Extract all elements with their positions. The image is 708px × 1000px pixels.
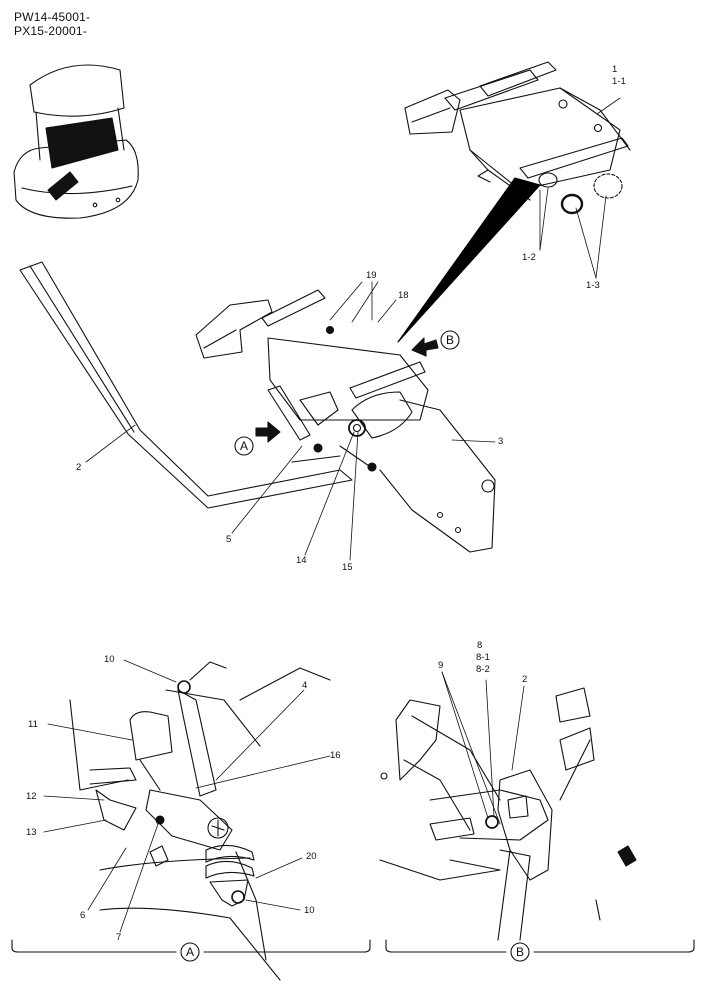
detail-a-callout-20: 20 [306,851,317,862]
detail-b-direction-arrow [617,845,637,867]
detail-a-callout-7: 7 [116,932,121,943]
detail-a-callout-11: 11 [28,719,38,730]
detail-b-bracket [385,939,695,953]
callout-3: 3 [498,436,503,447]
machine-location-thumbnail [13,64,139,219]
view-a-label: A [240,439,248,453]
callout-15: 15 [342,562,353,573]
callout-18: 18 [398,290,409,301]
detail-b-callout-9: 9 [438,660,443,671]
detail-a-callout-6: 6 [80,910,85,921]
leader-lines-detail-a [43,659,331,933]
detail-a-caption: A [186,945,194,959]
detail-a-caption-circle [180,942,200,962]
detail-a-callout-16: 16 [330,750,341,761]
view-b-label: B [446,333,454,347]
detail-a-illustration [69,661,331,981]
callout-1-3: 1-3 [586,280,600,291]
serial-number-line-1: PW14-45001- [14,10,91,24]
detail-a-callout-4: 4 [302,680,307,691]
callout-1-2: 1-2 [522,252,536,263]
callout-2: 2 [76,462,81,473]
leader-lines-main [85,97,621,561]
view-b-circle [440,330,460,350]
view-b-arrow [411,337,439,357]
detail-b-callout-2: 2 [522,674,527,685]
detail-b-callout-8: 8 [477,640,482,651]
linkage-assembly [195,289,496,553]
detail-b-caption-circle [510,942,530,962]
detail-a-bracket [11,939,371,953]
detail-b-illustration [379,687,601,941]
callout-1: 1 [612,64,617,75]
detail-a-callout-13: 13 [26,827,37,838]
detail-b-callout-8-2: 8-2 [476,664,490,675]
detail-b-caption: B [516,945,524,959]
callout-1-1: 1-1 [612,76,626,87]
detail-b-callout-8-1: 8-1 [476,652,490,663]
bracket-assembly-1 [404,61,631,215]
detail-a-callout-10-top: 10 [104,654,115,665]
callout-14: 14 [296,555,307,566]
detail-a-callout-12: 12 [26,791,37,802]
detail-a-callout-10-bottom: 10 [304,905,315,916]
control-lever-2 [19,261,353,509]
zoom-wedge [397,177,541,343]
serial-number-line-2: PX15-20001- [14,24,87,38]
view-a-arrow [255,421,281,443]
callout-5: 5 [226,534,231,545]
leader-lines-detail-b [441,671,525,825]
callout-19: 19 [366,270,377,281]
view-a-circle [234,436,254,456]
